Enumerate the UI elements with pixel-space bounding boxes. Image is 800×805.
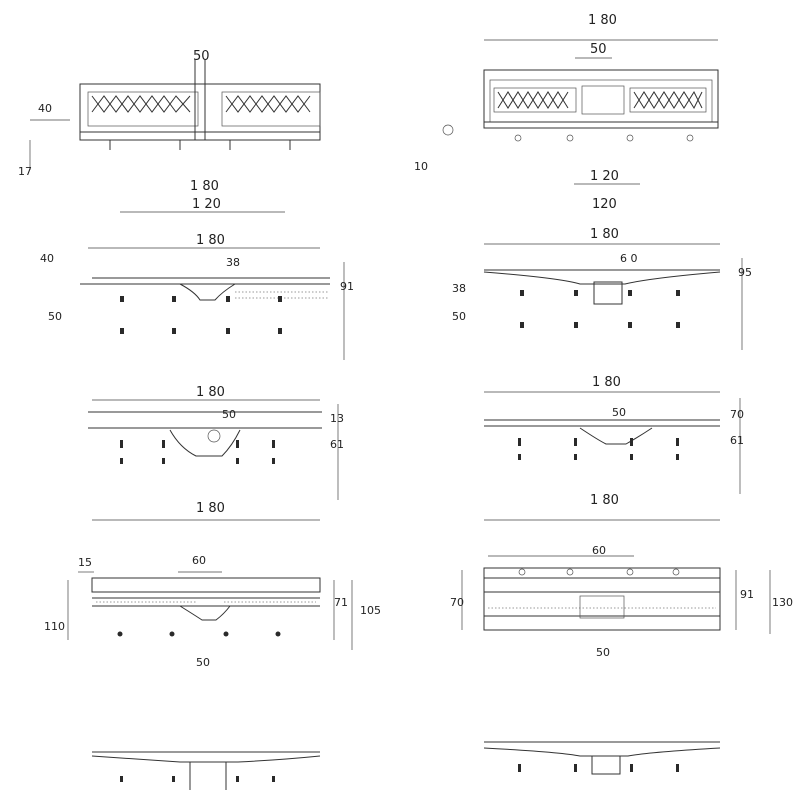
view-bottom-right [483,741,721,775]
view-mid1-right: 1 80 95 6 0 38 50 [452,227,752,350]
dim-label: 1 80 [590,493,619,508]
dim-label: 50 [196,656,210,669]
dim-label: 50 [48,310,62,323]
dim-label: 91 [340,280,354,293]
view-top-left: 50 40 17 1 80 1 20 [18,49,321,213]
view-mid2-right: 1 80 50 70 61 [484,375,744,494]
view-top-right: 1 80 50 10 1 20 120 [414,13,719,212]
dim-label: 13 [330,412,344,425]
view-bottom-left [91,751,321,790]
dim-label: 61 [730,434,744,447]
dim-label: 1 80 [190,179,219,194]
dim-label: 1 80 [592,375,621,390]
dim-label: 130 [772,596,793,609]
dim-label: 38 [452,282,466,295]
dim-label: 61 [330,438,344,451]
dim-label: 1 20 [590,169,619,184]
dim-label: 40 [40,252,54,265]
dim-label: 50 [596,646,610,659]
dim-label: 71 [334,596,348,609]
dim-label: 50 [612,406,626,419]
view-mid3-right: 1 80 60 70 91 130 50 [450,493,793,659]
dim-label: 1 80 [196,385,225,400]
dim-label: 50 [452,310,466,323]
dim-label: 1 20 [192,197,221,212]
view-mid3-left: 1 80 15 60 110 71 105 50 [44,501,381,669]
dim-label: 50 [590,42,607,57]
dim-label: 110 [44,620,65,633]
dim-label: 1 80 [590,227,619,242]
dim-label: 105 [360,604,381,617]
dim-label: 40 [38,102,52,115]
dim-label: 38 [226,256,240,269]
dim-label: 10 [414,160,428,173]
dim-label: 91 [740,588,754,601]
dim-label: 1 80 [196,501,225,516]
dim-label: 60 [192,554,206,567]
dim-label: 1 80 [196,233,225,248]
dim-label: 120 [592,197,617,212]
dim-label: 70 [730,408,744,421]
dim-label: 50 [222,408,236,421]
dim-label: 6 0 [620,252,638,265]
dim-label: 70 [450,596,464,609]
dim-label: 17 [18,165,32,178]
view-mid1-left: 1 80 40 91 38 50 [40,233,354,360]
dim-label: 60 [592,544,606,557]
dim-label: 50 [193,49,210,64]
view-mid2-left: 1 80 50 13 61 [88,385,344,500]
dim-label: 15 [78,556,92,569]
dim-label: 1 80 [588,13,617,28]
dim-label: 95 [738,266,752,279]
